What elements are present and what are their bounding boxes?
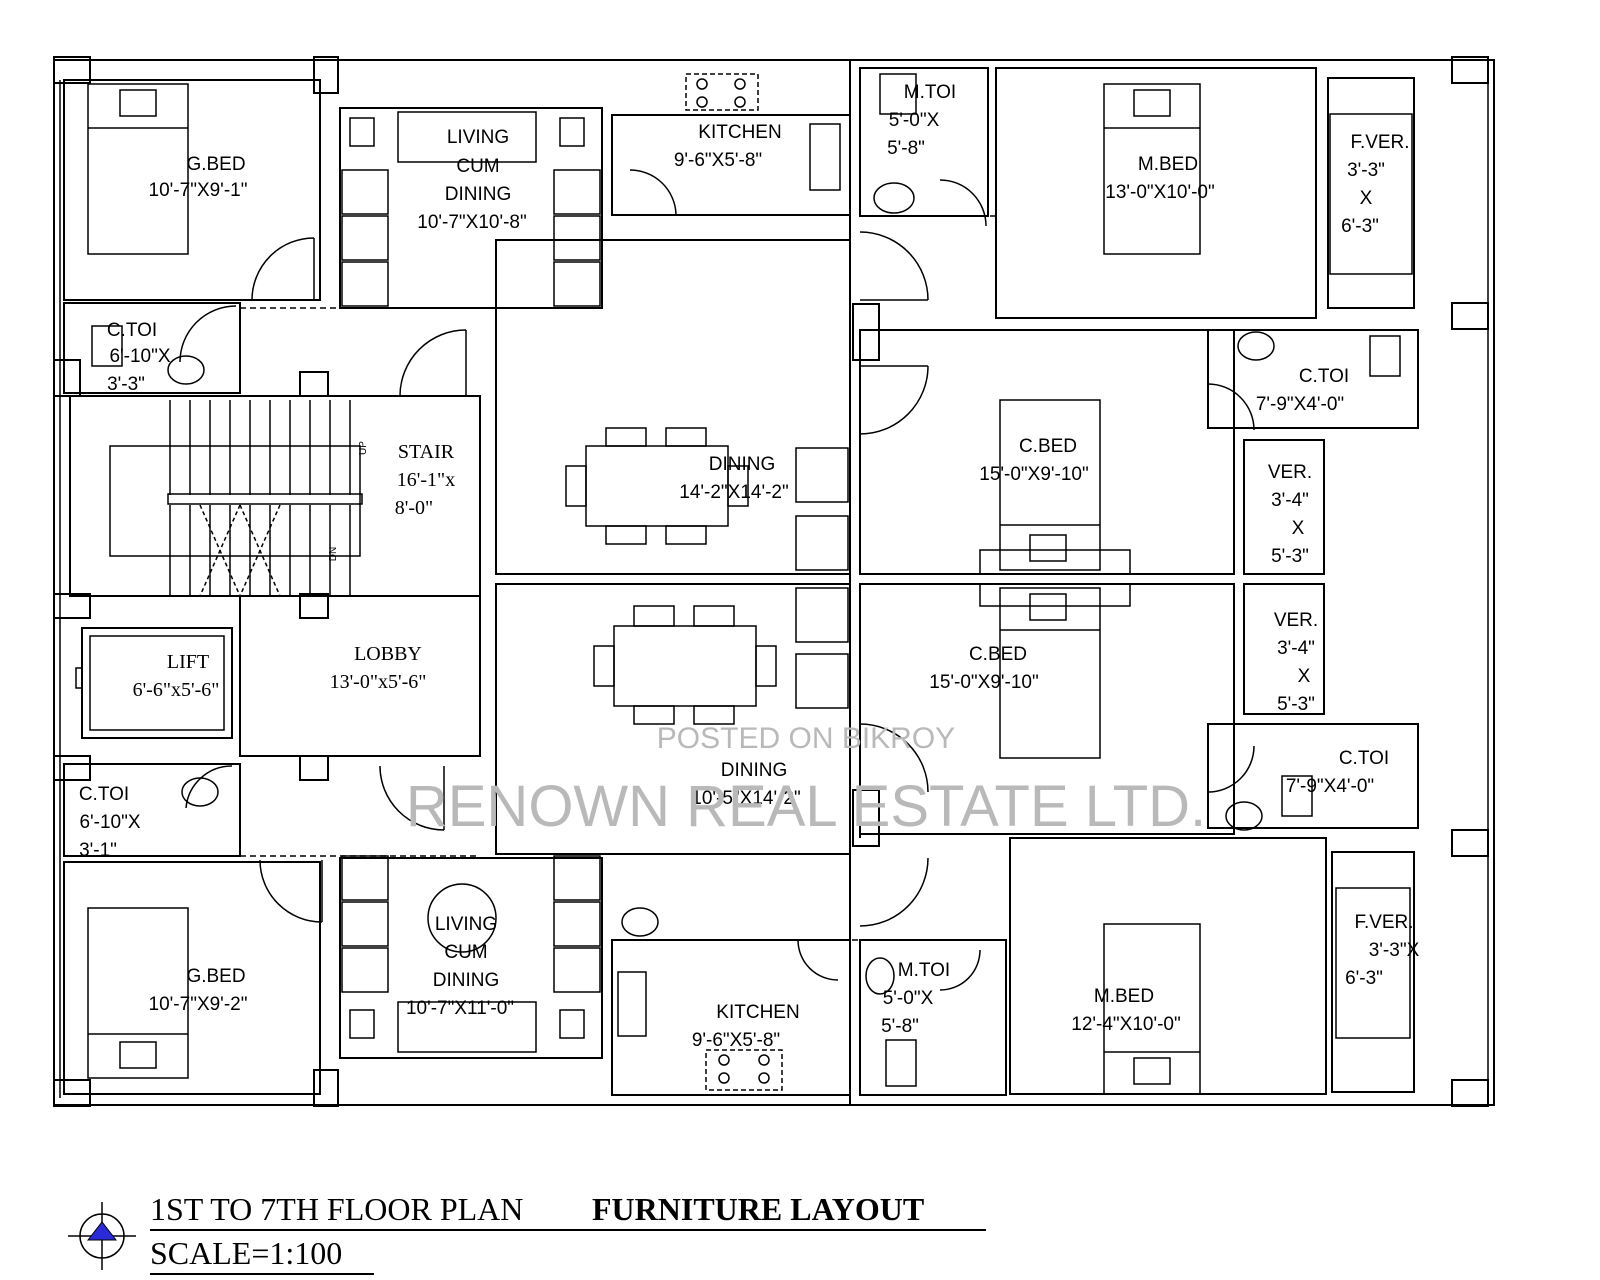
- mbed-top-size: 13'-0"X10'-0": [1105, 182, 1214, 203]
- lobby-name: LOBBY: [354, 643, 422, 665]
- ctoi-right-top-room: [1207, 329, 1419, 429]
- ver-top-s1: 3'-4": [1271, 490, 1309, 511]
- fver-top-room: [1327, 77, 1415, 309]
- living-top-size: 10'-7"X10'-8": [417, 212, 526, 233]
- gbed-top-name: G.BED: [186, 154, 245, 175]
- ver-bot-s3: 5'-3": [1277, 694, 1315, 715]
- ver-bot-room: [1243, 583, 1325, 715]
- kitchen-bot-name: KITCHEN: [716, 1002, 799, 1023]
- ctoi-right-bot-room: [1207, 723, 1419, 829]
- cbed-top-size: 15'-0"X9'-10": [979, 464, 1088, 485]
- mtoi-top-size1: 5'-0"X: [889, 110, 940, 131]
- mtoi-top-size2: 5'-8": [887, 138, 925, 159]
- dining-table: [565, 427, 777, 725]
- mbed-bot-name: M.BED: [1094, 986, 1154, 1007]
- gbed-top-size: 10'-7"X9'-1": [149, 180, 248, 201]
- gbed-bot-room: [63, 861, 321, 1095]
- ctoi-left-bot-s1: 6'-10"X: [79, 812, 140, 833]
- ctoi-left-top-s1: 6'-10"X: [109, 346, 170, 367]
- living-bot-size: 10'-7"X11'-0": [406, 998, 514, 1019]
- lobby-size: 13'-0"x5'-6": [330, 671, 427, 693]
- fver-top-s1: 3'-3": [1347, 160, 1385, 181]
- dining-top-size: 14'-2"X14'-2": [679, 482, 788, 503]
- living-bot-room: [339, 857, 603, 1059]
- dining-bot-size: 10'-5"X14'-2": [691, 788, 800, 809]
- mtoi-bot-size2: 5'-8": [881, 1016, 919, 1037]
- dining-top-name: DINING: [709, 454, 776, 475]
- ver-bot-name: VER.: [1274, 610, 1318, 631]
- watermark-main: RENOWN REAL ESTATE LTD.: [406, 774, 1206, 839]
- mbed-top-name: M.BED: [1138, 154, 1198, 175]
- kitchen-bot-size: 9'-6"X5'-8": [692, 1030, 780, 1051]
- ctoi-right-top-size: 7'-9"X4'-0": [1256, 394, 1344, 415]
- gbed-bot-name: G.BED: [186, 966, 245, 987]
- living-top-l2: CUM: [456, 156, 499, 177]
- title-scale: SCALE=1:100: [150, 1235, 342, 1271]
- stair-dn-mark: DN: [328, 547, 339, 561]
- stair-name: STAIR: [398, 441, 455, 463]
- fver-top-s2: X: [1360, 188, 1373, 209]
- title-plan: 1ST TO 7TH FLOOR PLAN: [150, 1191, 523, 1227]
- fver-bot-s2: 6'-3": [1345, 968, 1383, 989]
- stair-s2: 8'-0": [395, 497, 433, 519]
- ver-top-s3: 5'-3": [1271, 546, 1309, 567]
- gbed-bot-size: 10'-7"X9'-2": [149, 994, 248, 1015]
- cbed-bot-name: C.BED: [969, 644, 1027, 665]
- mtoi-bot-size1: 5'-0"X: [883, 988, 934, 1009]
- outer-wall: [53, 59, 1495, 1106]
- ver-bot-s2: X: [1298, 666, 1311, 687]
- ctoi-left-bot-name: C.TOI: [79, 784, 129, 805]
- mbed-top-room: [995, 67, 1317, 319]
- mtoi-bot-name: M.TOI: [898, 960, 950, 981]
- fver-bot-s1: 3'-3"X: [1369, 940, 1420, 961]
- bed-furniture: [87, 83, 1201, 1095]
- ctoi-left-top-s2: 3'-3": [107, 374, 145, 395]
- living-top-l3: DINING: [445, 184, 512, 205]
- kitchen-top-size: 9'-6"X5'-8": [674, 150, 762, 171]
- stair-up-mark: UP: [358, 441, 369, 455]
- mbed-bot-room: [1009, 837, 1327, 1095]
- cbed-top-name: C.BED: [1019, 436, 1077, 457]
- fver-bot-room: [1331, 851, 1415, 1093]
- fver-bot-name: F.VER.: [1354, 912, 1413, 933]
- ctoi-right-bot-name: C.TOI: [1339, 748, 1389, 769]
- fver-top-s3: 6'-3": [1341, 216, 1379, 237]
- ver-top-name: VER.: [1268, 462, 1312, 483]
- dining-bot-name: DINING: [721, 760, 788, 781]
- title-layout: FURNITURE LAYOUT: [592, 1191, 924, 1227]
- living-bot-l2: CUM: [444, 942, 487, 963]
- ver-top-room: [1243, 439, 1325, 575]
- lift-size: 6'-6"x5'-6": [133, 679, 220, 701]
- ctoi-right-bot-size: 7'-9"X4'-0": [1286, 776, 1374, 797]
- ctoi-left-top-name: C.TOI: [107, 320, 157, 341]
- cbed-bot-size: 15'-0"X9'-10": [929, 672, 1038, 693]
- ver-top-s2: X: [1292, 518, 1305, 539]
- living-bot-l1: LIVING: [435, 914, 497, 935]
- ctoi-left-bot-s2: 3'-1": [79, 840, 117, 861]
- stair-room: [69, 395, 481, 597]
- living-bot-l3: DINING: [433, 970, 500, 991]
- mbed-bot-size: 12'-4"X10'-0": [1071, 1014, 1180, 1035]
- stair-s1: 16'-1"x: [397, 469, 455, 491]
- north-arrow-icon: [68, 1202, 136, 1270]
- kitchen-top-name: KITCHEN: [698, 122, 781, 143]
- living-top-l1: LIVING: [447, 127, 509, 148]
- ver-bot-s1: 3'-4": [1277, 638, 1315, 659]
- gbed-top-room: [63, 79, 321, 301]
- mtoi-top-name: M.TOI: [904, 82, 956, 103]
- ctoi-right-top-name: C.TOI: [1299, 366, 1349, 387]
- fver-top-name: F.VER.: [1350, 132, 1409, 153]
- watermark-top: POSTED ON BIKROY: [657, 722, 955, 755]
- lobby-room: [239, 595, 481, 757]
- lift-name: LIFT: [167, 651, 209, 673]
- dining-top-room: [495, 239, 851, 575]
